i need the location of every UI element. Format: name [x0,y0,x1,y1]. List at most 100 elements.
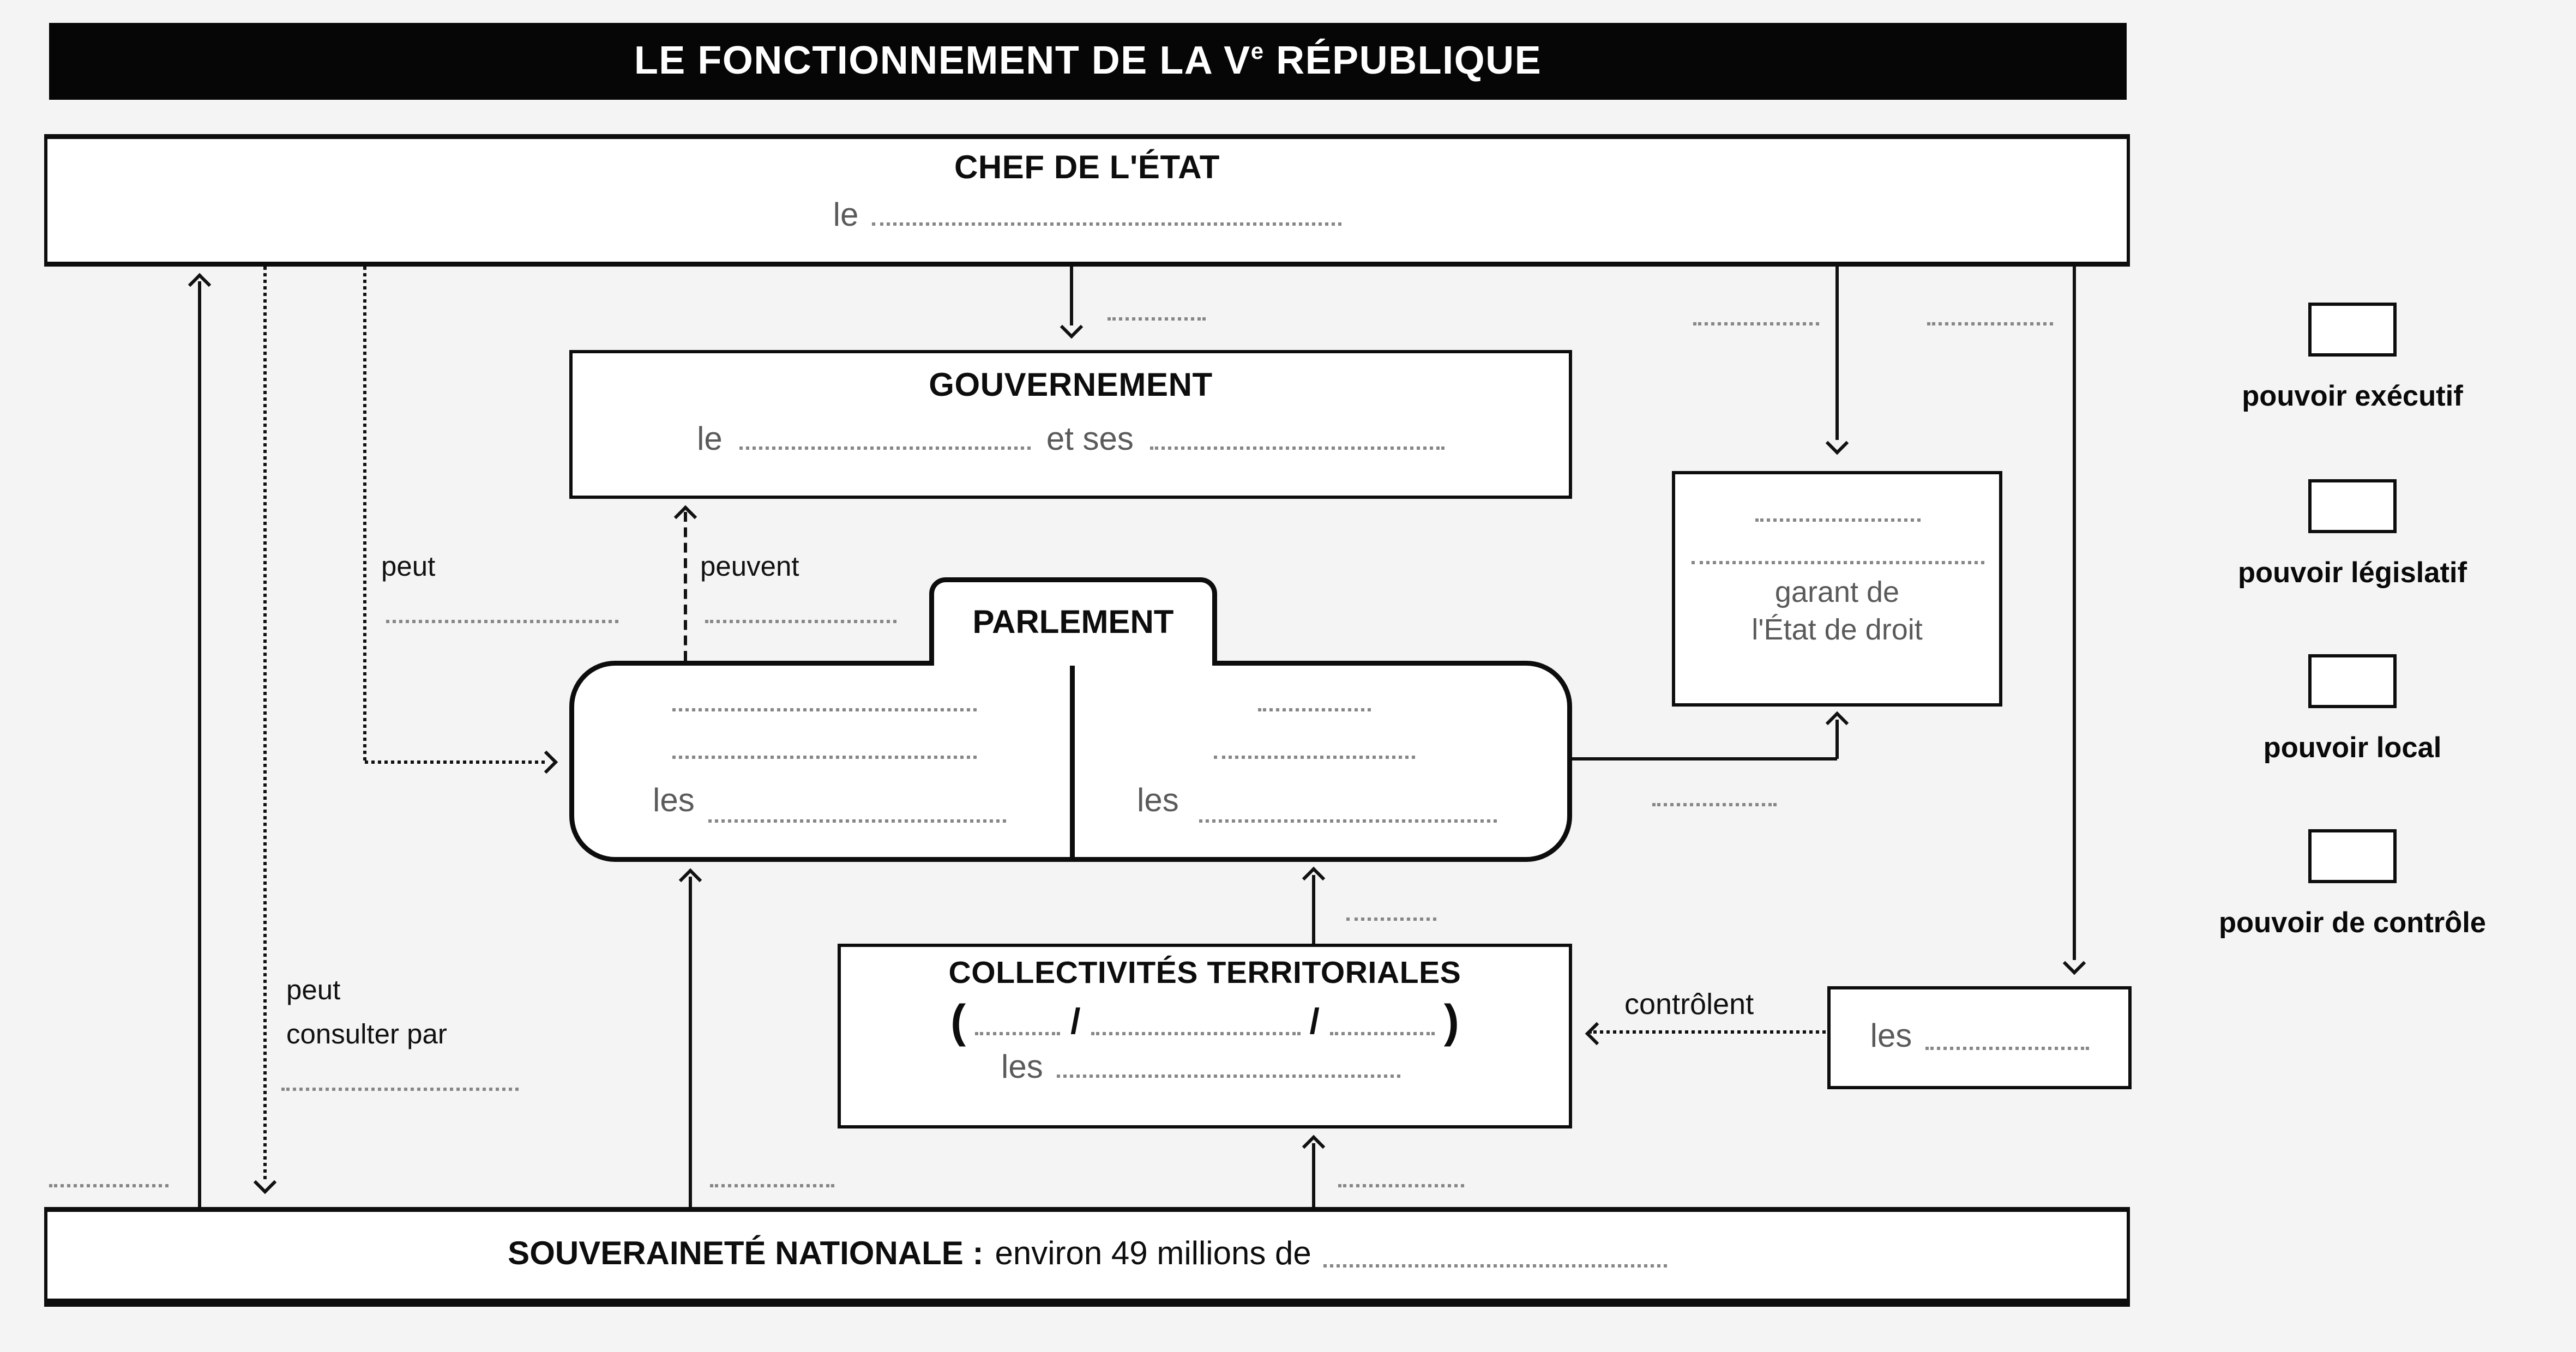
arrowhead-up-icon [673,505,697,529]
answer-blank [1693,307,1819,325]
legend-label-controle: pouvoir de contrôle [2218,906,2487,939]
answer-blank [705,605,896,623]
arrowhead-up-icon [1302,1134,1326,1158]
collectivites-paren-line: ( / / ) [841,996,1569,1047]
paren-open: ( [950,996,966,1047]
chef-etat-title: CHEF DE L'ÉTAT [954,150,1220,186]
answer-blank [1927,307,2053,325]
answer-blank [710,1169,834,1187]
arrow-souverainete-to-assemblee [689,877,692,1207]
garant-line2: l'État de droit [1752,613,1923,646]
gouvernement-fill-line: le et ses [573,422,1569,460]
legend-label-legislatif: pouvoir législatif [2237,556,2467,589]
chef-etat-fill-line: le [47,198,2127,236]
fill-middle: et ses [1046,422,1134,458]
arrowhead-up-icon [678,868,702,892]
legend-label-local: pouvoir local [2263,731,2442,764]
arrowhead-down-icon [253,1170,277,1194]
fill-prefix: le [833,198,859,234]
arrow-chef-to-prefets [2073,267,2076,960]
garant-etat-droit-box: garant de l'État de droit [1672,471,2002,707]
answer-blank [1090,1010,1300,1035]
legend-swatch-executif [2308,303,2397,357]
label-peut: peut [381,551,436,582]
souverainete-text: environ 49 millions de [995,1236,1311,1272]
arrow-parlement-to-garant-vertical [1835,720,1839,759]
answer-blank [976,1010,1061,1035]
parlement-right-fill-prefix: les [1137,783,1179,819]
arrow-parlement-to-garant-horizontal [1572,757,1837,760]
collectivites-fill-line: les [1001,1050,1569,1088]
chef-etat-box: CHEF DE L'ÉTAT le [44,134,2130,267]
legend-swatch-legislatif [2308,479,2397,533]
fill-prefix: les [1870,1019,1912,1055]
answer-blank [1925,1025,2089,1050]
title-superscript: e [1250,38,1265,64]
arrow-chef-to-garant [1835,267,1839,440]
parlement-left-fill-prefix: les [653,783,695,819]
collectivites-title: COLLECTIVITÉS TERRITORIALES [948,957,1461,991]
label-peuvent: peuvent [700,551,799,582]
answer-blank [871,201,1341,226]
answer-blank [708,805,1006,823]
answer-blank [1214,741,1415,759]
parlement-box: les les [569,661,1572,862]
slash: / [1070,1001,1081,1042]
collectivites-box: COLLECTIVITÉS TERRITORIALES ( / / ) les [838,944,1572,1128]
answer-blank [1346,903,1436,921]
parlement-divider [1070,666,1075,857]
arrowhead-down-icon [2062,951,2086,975]
arrowhead-down-icon [1825,431,1849,455]
souverainete-title: SOUVERAINETÉ NATIONALE : [508,1236,984,1272]
paren-close: ) [1443,996,1459,1047]
arrow-parlement-to-gouvernement [684,512,687,661]
arrowhead-right-icon [534,750,558,774]
answer-blank [1690,546,1984,564]
arrow-chef-to-souverainete-referendum [263,267,267,1179]
gouvernement-title: GOUVERNEMENT [929,368,1213,404]
label-peut-consulter: peut consulter par [286,975,447,1050]
label-controlent: contrôlent [1624,988,1754,1021]
slash: / [1309,1001,1320,1042]
answer-blank [738,425,1030,450]
legend-label-executif: pouvoir exécutif [2242,379,2463,412]
fill-prefix: les [1001,1050,1043,1086]
arrow-souverainete-to-collectivites [1312,1143,1315,1207]
arrowhead-up-icon [188,273,212,297]
legend-swatch-controle [2308,829,2397,883]
arrow-prefets-to-collectivites [1588,1030,1826,1034]
answer-blank [1329,1010,1434,1035]
answer-blank [1108,303,1206,321]
les-prefets-box: les [1827,986,2132,1089]
arrow-collectivites-to-senat [1312,875,1315,944]
arrow-souverainete-to-chef [198,281,201,1207]
answer-blank [49,1169,168,1187]
arrow-chef-to-gouvernement [1070,267,1073,325]
arrowhead-up-icon [1825,711,1849,735]
answer-blank [1652,788,1777,806]
answer-blank [1056,1053,1400,1078]
arrowhead-left-icon [1585,1022,1609,1046]
answer-blank [1149,425,1445,450]
answer-blank [386,605,618,623]
arrowhead-down-icon [1060,315,1084,339]
gouvernement-box: GOUVERNEMENT le et ses [569,350,1572,499]
answer-blank [1338,1169,1464,1187]
parlement-tab: PARLEMENT [929,577,1217,666]
arrowhead-up-icon [1302,866,1326,890]
answer-blank [281,1073,519,1091]
answer-blank [1199,805,1497,823]
fill-prefix: le [697,422,723,458]
legend-swatch-local [2308,654,2397,708]
answer-blank [1754,504,1920,522]
page-title: LE FONCTIONNEMENT DE LA Ve RÉPUBLIQUE [634,38,1542,83]
parlement-title: PARLEMENT [972,605,1174,641]
answer-blank [1258,693,1371,711]
answer-blank [672,693,977,711]
arrow-chef-to-assemblee-vertical [363,267,366,760]
souverainete-box: SOUVERAINETÉ NATIONALE : environ 49 mill… [44,1207,2130,1307]
title-bar: LE FONCTIONNEMENT DE LA Ve RÉPUBLIQUE [49,23,2127,100]
answer-blank [672,741,977,759]
garant-line1: garant de [1774,576,1900,608]
